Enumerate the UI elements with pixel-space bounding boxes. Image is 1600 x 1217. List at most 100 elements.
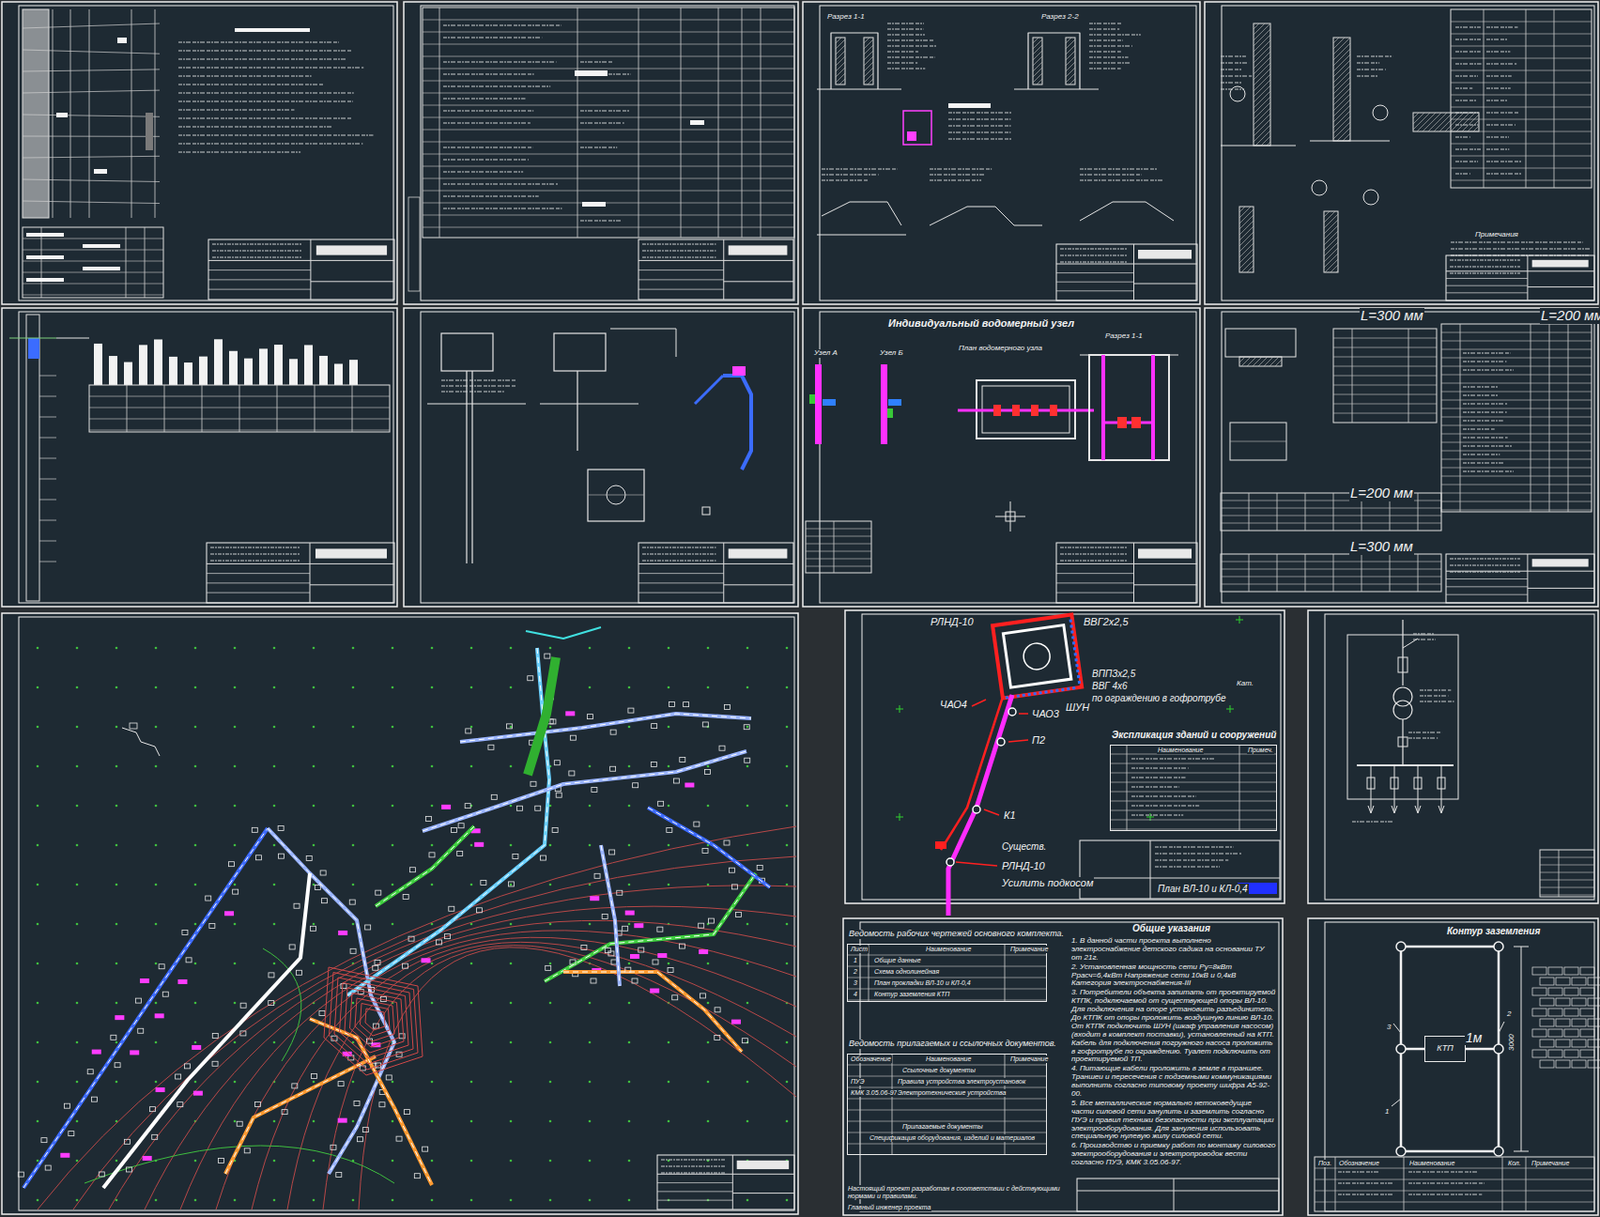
table-row [846, 1000, 1047, 1001]
title-block-line [723, 584, 794, 585]
meter [822, 399, 836, 406]
building [268, 1000, 275, 1006]
hatch-line [863, 56, 874, 66]
title-block-line [1056, 592, 1135, 594]
table-heading: Ведомость прилагаемых и ссылочных докуме… [847, 1039, 1058, 1049]
note-paragraph: 3. Потребители объекта запитать от проек… [1070, 988, 1277, 1064]
hatch-line [1032, 37, 1039, 44]
pit-contour [323, 967, 423, 1076]
drawing-label: ЧАО4 [938, 698, 969, 710]
drawing-label: ВВГ2х2,5 [1082, 615, 1130, 628]
chart-bar [93, 343, 103, 385]
building [310, 1074, 317, 1079]
borehole-tick [39, 458, 57, 460]
building [683, 702, 690, 708]
building [385, 1075, 392, 1080]
text-block [117, 37, 127, 44]
table-row [1450, 143, 1592, 145]
table-row [422, 215, 795, 216]
pipe-riser [815, 364, 822, 445]
brick [1555, 977, 1570, 985]
grid-dot [273, 1199, 277, 1202]
table-row [1441, 509, 1592, 511]
table-frame [1333, 328, 1437, 423]
arrow-head [1415, 805, 1421, 814]
drawing-label: Примечания [1474, 230, 1520, 240]
well-circle [1021, 641, 1052, 672]
chart-bar [274, 344, 283, 385]
illegible-text [178, 41, 339, 43]
borehole-cap [28, 338, 40, 359]
slope-section [1079, 201, 1174, 221]
table-row [22, 249, 164, 251]
illegible-text [948, 124, 1012, 126]
detail-line [1220, 145, 1296, 147]
grid-dot [233, 765, 237, 769]
illegible-text [1450, 247, 1592, 249]
building [212, 1061, 218, 1066]
illegible-text [1408, 737, 1438, 739]
title-block-line [638, 289, 724, 291]
building [314, 885, 321, 891]
table-row [846, 966, 1047, 968]
title-block-line [1173, 1178, 1175, 1212]
table-row [1441, 459, 1592, 461]
grid-dot [312, 725, 316, 729]
grid-dot [312, 923, 316, 926]
grid-dot [470, 1041, 474, 1045]
table-col [1352, 328, 1354, 423]
title-block-line [1526, 255, 1528, 301]
grid-dot [76, 1199, 79, 1202]
illegible-text [1462, 385, 1499, 387]
hatch-line [867, 78, 874, 85]
chart-bar [229, 351, 238, 385]
grid-dot [707, 1001, 710, 1005]
text-block [56, 112, 68, 118]
table-row [1314, 1168, 1595, 1170]
brick [1532, 967, 1547, 975]
table-row [1539, 879, 1595, 881]
drawing-label: Главный инженер проекта [846, 1203, 932, 1212]
hatch-line [1239, 356, 1246, 363]
table-row [422, 166, 795, 168]
table-row [1333, 394, 1437, 396]
road [375, 826, 475, 907]
soil-layer [22, 200, 160, 204]
table-row [846, 977, 1047, 979]
table-frame [1539, 849, 1595, 897]
table-col [201, 384, 203, 432]
drawing-label: Обозначение [1338, 1159, 1381, 1168]
brick [1539, 1060, 1554, 1068]
table-col [1389, 553, 1391, 592]
brick [1555, 1039, 1570, 1047]
illegible-text [1455, 99, 1477, 101]
table-row [1450, 94, 1592, 96]
table-row [846, 1132, 1047, 1134]
building [552, 828, 558, 833]
map-tag [154, 1013, 165, 1018]
table-col [1403, 1156, 1405, 1212]
illegible-text [1220, 81, 1243, 83]
contour-line [37, 826, 797, 1210]
illegible-text [212, 257, 302, 259]
grid-dot [194, 962, 198, 966]
grid-dot [391, 1159, 395, 1163]
grid-dot [667, 765, 671, 769]
map-tag [177, 979, 187, 985]
grid-dot [273, 1041, 277, 1045]
building [309, 925, 316, 931]
illegible-text [642, 250, 717, 252]
hatch-line [1252, 356, 1262, 367]
chart-bar [244, 358, 253, 385]
grid-dot [76, 1080, 79, 1084]
illegible-text [441, 384, 517, 386]
hatch-line [1439, 112, 1459, 132]
hatch-line [1445, 112, 1464, 132]
grid-dot [194, 804, 198, 808]
table-row [1220, 515, 1442, 517]
building [240, 1030, 247, 1036]
illegible-text [441, 390, 505, 392]
illegible-text [1462, 411, 1508, 413]
title-block [1079, 840, 1280, 899]
grid-dot [746, 1080, 750, 1084]
